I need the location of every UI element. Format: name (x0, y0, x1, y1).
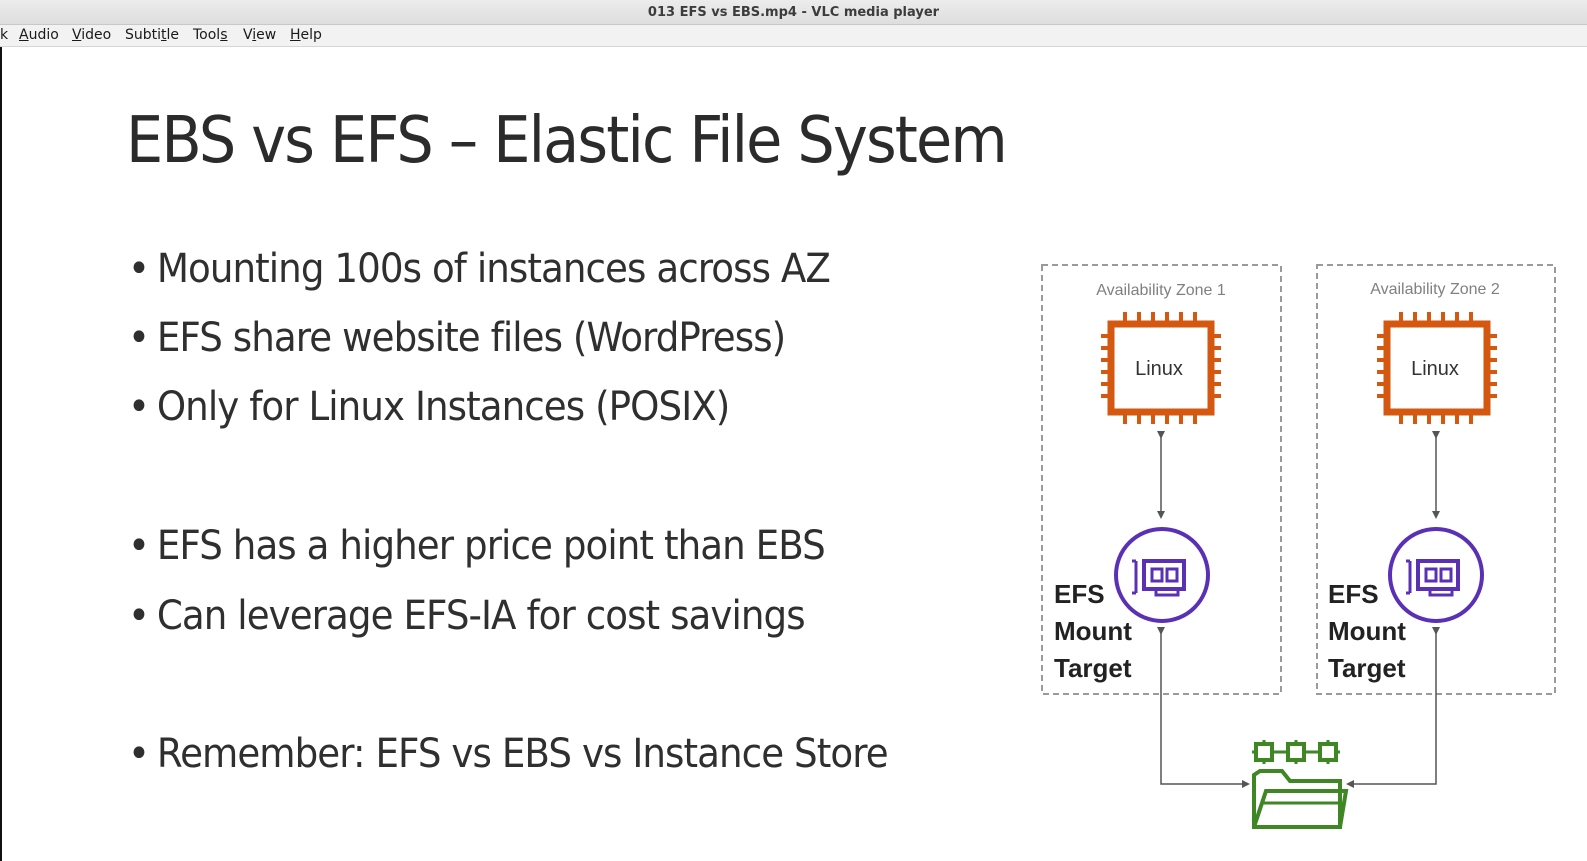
bullet-dot: • (128, 246, 150, 292)
bullet-item: •Mounting 100s of instances across AZ (128, 246, 831, 292)
bullet-dot: • (128, 523, 150, 569)
mount-target-2-label: EFS Mount Target (1328, 579, 1406, 683)
zone-1-border (1041, 264, 1282, 695)
bullet-dot: • (128, 315, 150, 361)
bullet-dot: • (128, 731, 150, 777)
mount-target-1-label: EFS Mount Target (1054, 579, 1132, 683)
window-title: 013 EFS vs EBS.mp4 - VLC media player (647, 4, 940, 20)
ec2-chip-icon: Linux (1101, 312, 1221, 424)
menu-tools[interactable]: Tools (193, 27, 228, 43)
bullet-text: Mounting 100s of instances across AZ (156, 246, 831, 292)
menu-video[interactable]: Video (72, 27, 112, 43)
bullet-dot: • (128, 593, 150, 639)
bullet-item: •EFS share website files (WordPress) (128, 315, 786, 361)
bullet-item: •Only for Linux Instances (POSIX) (128, 384, 730, 430)
connector-arrow (1157, 627, 1250, 788)
video-frame-edge (0, 47, 2, 861)
instance-2-label: Linux (1411, 358, 1459, 380)
menu-help[interactable]: Help (290, 27, 322, 43)
bullet-item: •Can leverage EFS-IA for cost savings (128, 593, 806, 639)
bullet-text: EFS share website files (WordPress) (156, 315, 786, 361)
instance-1-label: Linux (1135, 358, 1183, 380)
menu-audio[interactable]: Audio (19, 27, 59, 43)
connector-arrow (1346, 627, 1440, 788)
ec2-chip-icon: Linux (1377, 312, 1497, 424)
bullet-text: Remember: EFS vs EBS vs Instance Store (156, 731, 889, 777)
menu-bar: k Audio Video Subtitle Tools View Help (0, 25, 1587, 47)
zone-1-label: Availability Zone 1 (1096, 282, 1226, 299)
bullet-item: •Remember: EFS vs EBS vs Instance Store (128, 731, 889, 777)
diagram-canvas: Availability Zone 1 Linux Availability Z… (1041, 264, 1556, 829)
efs-architecture-diagram: Availability Zone 1 Linux Availability Z… (1030, 255, 1587, 861)
bullet-item: •EFS has a higher price point than EBS (128, 523, 826, 569)
window-title-bar: 013 EFS vs EBS.mp4 - VLC media player (0, 0, 1587, 25)
menu-subtitle[interactable]: Subtitle (125, 27, 180, 43)
bullet-text: Can leverage EFS-IA for cost savings (156, 593, 806, 639)
menu-view[interactable]: View (243, 27, 277, 43)
bullet-dot: • (128, 384, 150, 430)
bullet-text: Only for Linux Instances (POSIX) (156, 384, 730, 430)
slide-title: EBS vs EFS – Elastic File System (126, 104, 1008, 178)
efs-file-system-icon (1252, 740, 1349, 829)
menu-item-cut-off[interactable]: k (0, 27, 9, 43)
bullet-text: EFS has a higher price point than EBS (156, 523, 826, 569)
availability-zone-1: Availability Zone 1 Linux (1041, 264, 1282, 695)
zone-2-label: Availability Zone 2 (1370, 281, 1500, 298)
